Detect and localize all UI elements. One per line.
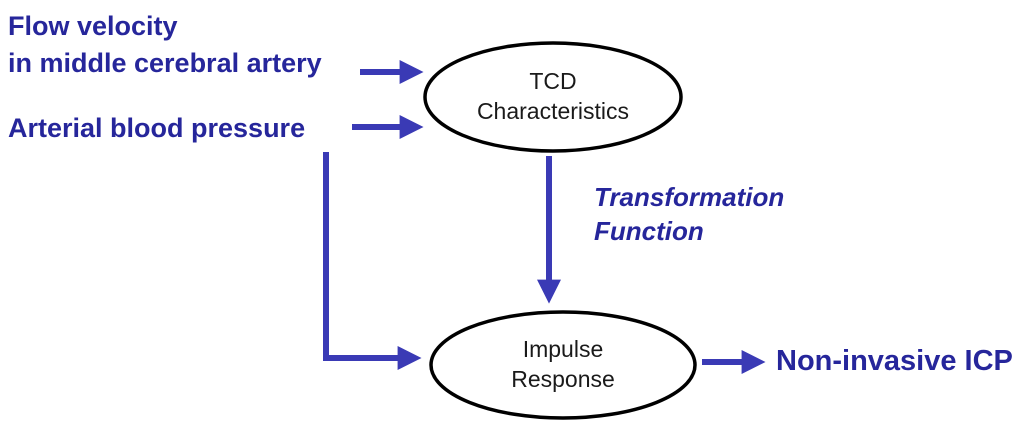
output-label-non-invasive-icp: Non-invasive ICP bbox=[776, 345, 1013, 377]
tcd-characteristics-node-label: TCD Characteristics bbox=[476, 68, 630, 124]
impulse-response-node-label: Impulse Response bbox=[511, 336, 615, 392]
input-label-arterial-blood-pressure: Arterial blood pressure bbox=[8, 113, 306, 143]
input-label-flow-velocity: Flow velocity in middle cerebral artery bbox=[8, 11, 322, 78]
tcd-characteristics-node bbox=[423, 41, 683, 153]
impulse-response-node bbox=[429, 310, 697, 420]
transformation-function-edge-label: Transformation Function bbox=[594, 182, 785, 246]
arrow-abp-to-impulse-response bbox=[323, 152, 422, 370]
